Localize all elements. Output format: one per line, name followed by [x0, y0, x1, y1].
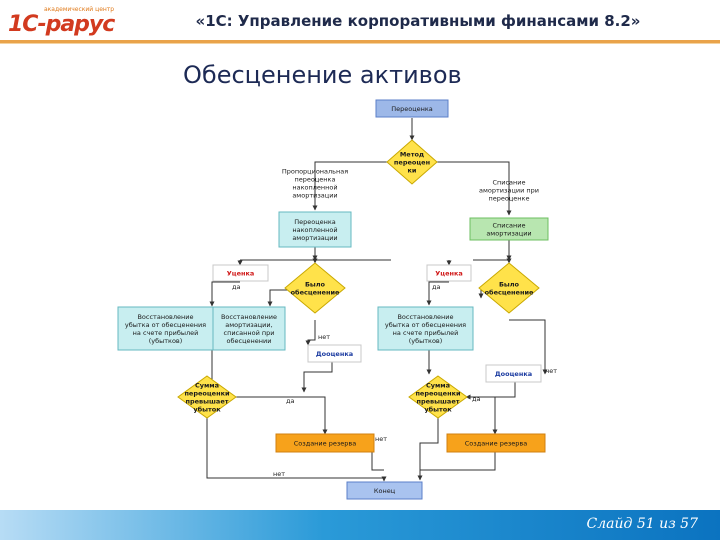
markdown_right-text-1: Уценка — [435, 269, 463, 277]
restore_right-text-1: Восстановление — [397, 313, 453, 321]
edge-label-no_right_2: нет — [273, 470, 285, 478]
edge-label-no_left_1: нет — [318, 333, 330, 341]
sum_exceeds_right-diamond — [408, 375, 468, 419]
upvalue_right-box — [485, 364, 542, 383]
footer-band — [0, 510, 720, 540]
method-text-3: ки — [408, 166, 417, 174]
restore_left_1-box — [117, 306, 214, 351]
restore_left_2-text-4: обесценении — [227, 337, 272, 345]
restore_right-text-3: на счете прибылей — [393, 329, 459, 337]
sum_exceeds_right-text-2: переоценки — [415, 389, 461, 397]
edge-diamond-left-yes — [267, 289, 291, 307]
writeoff_amort-box — [469, 217, 549, 241]
edge-sum-left-yes — [235, 396, 328, 435]
reval_accum-text-3: амортизации — [292, 234, 337, 242]
edge-method-right — [437, 161, 512, 216]
upvalue_left-box — [307, 344, 362, 363]
end-text-1: Конец — [374, 487, 396, 495]
note_writeoff-text-3: переоценке — [489, 194, 530, 202]
logo: академический центр 1С-рарус — [8, 6, 126, 40]
header-divider — [0, 40, 720, 43]
sum_exceeds_right-text-3: превышает — [416, 397, 459, 405]
sum_exceeds_left-text-1: Сумма — [195, 381, 219, 389]
sum_exceeds_left-diamond — [177, 375, 237, 419]
restore_left_2-box — [212, 306, 286, 351]
was_impairment_left-text-1: Было — [305, 280, 326, 288]
writeoff_amort-text-1: Списание — [492, 221, 525, 229]
upvalue_left-text-1: Дооценка — [316, 350, 353, 358]
note_writeoff-text-2: амортизации при — [479, 186, 539, 194]
edge-reserve-left-down — [371, 452, 384, 471]
markdown_left-text-1: Уценка — [227, 269, 255, 277]
edge-sum-right-yes — [466, 396, 498, 435]
sum_exceeds_right-text-4: убыток — [424, 405, 452, 413]
edge-label-yes_right_1: да — [432, 283, 440, 291]
restore_right-text-4: (убытков) — [409, 337, 443, 345]
slide-title: «1С: Управление корпоративными финансами… — [195, 12, 641, 30]
upvalue_right-text-1: Дооценка — [495, 370, 532, 378]
edge-markdown-right-down — [426, 281, 449, 306]
revaluation-text-1: Переоценка — [391, 105, 433, 113]
restore_right-text-2: убытка от обесценения — [385, 321, 466, 329]
markdown_right-box — [426, 264, 472, 282]
edge-label-yes_left_1: да — [232, 283, 240, 291]
end-box — [346, 481, 423, 500]
note_proportional-text-4: амортизации — [292, 191, 337, 199]
restore_left_1-text-4: (убытков) — [149, 337, 183, 345]
page-heading: Обесценение активов — [183, 61, 462, 89]
note_proportional-text-3: накопленной — [292, 183, 337, 191]
writeoff_amort-text-2: амортизации — [486, 229, 531, 237]
edge-sum-right-no — [417, 418, 439, 481]
revaluation-box — [375, 99, 449, 118]
edge-upvalue-left-down — [301, 362, 333, 393]
restore_left_1-text-1: Восстановление — [137, 313, 193, 321]
was_impairment_left-diamond — [284, 262, 346, 314]
restore_left_1-text-3: на счете прибылей — [133, 329, 199, 337]
edge-reserve-right-down — [420, 452, 496, 471]
was_impairment_right-diamond — [478, 262, 540, 314]
edge-markdown-left-down — [209, 281, 240, 307]
sum_exceeds_right-text-1: Сумма — [426, 381, 450, 389]
create_reserve_right-box — [446, 433, 546, 453]
edge-diamond-left-no — [305, 320, 316, 346]
create_reserve_right-text-1: Создание резерва — [465, 439, 528, 447]
reval_accum-box — [278, 211, 352, 248]
was_impairment_right-text-1: Было — [499, 280, 520, 288]
edge-method-left — [312, 161, 388, 211]
create_reserve_left-box — [275, 433, 375, 453]
method-diamond — [386, 139, 438, 185]
logo-caption: академический центр — [44, 6, 115, 13]
reval_accum-text-1: Переоценка — [294, 218, 336, 226]
edge-diamond-right-no — [509, 319, 548, 375]
was_impairment_right-text-2: обесценение — [485, 288, 534, 296]
create_reserve_left-text-1: Создание резерва — [294, 439, 357, 447]
edge-label-no_right_1: нет — [545, 367, 557, 375]
method-text-2: переоцен — [394, 158, 430, 166]
markdown_left-box — [212, 264, 269, 282]
reval_accum-text-2: накопленной — [292, 226, 337, 234]
sum_exceeds_left-text-4: убыток — [193, 405, 221, 413]
sum_exceeds_left-text-3: превышает — [185, 397, 228, 405]
sum_exceeds_left-text-2: переоценки — [184, 389, 230, 397]
note_writeoff-text-1: Списание — [492, 178, 525, 186]
restore_left_2-text-1: Восстановление — [221, 313, 277, 321]
note_proportional-text-1: Пропорциональная — [282, 167, 348, 175]
edge-sum-left-no — [206, 418, 387, 482]
edge-label-no_left_2: нет — [375, 435, 387, 443]
restore_left_2-text-3: списанной при — [224, 329, 275, 337]
method-text-1: Метод — [400, 150, 424, 158]
edge-label-yes_left_2: да — [286, 397, 294, 405]
slide-counter: Слайд 51 из 57 — [586, 516, 699, 532]
restore_left_1-text-2: убытка от обесценения — [125, 321, 206, 329]
note_proportional-text-2: переоценка — [295, 175, 336, 183]
edge-label-yes_right_2: да — [472, 395, 480, 403]
logo-text: 1С-рарус — [8, 12, 115, 37]
restore_right-box — [377, 306, 474, 351]
was_impairment_left-text-2: обесценение — [291, 288, 340, 296]
restore_left_2-text-2: амортизации, — [225, 321, 272, 329]
header-divider-light — [0, 43, 720, 44]
